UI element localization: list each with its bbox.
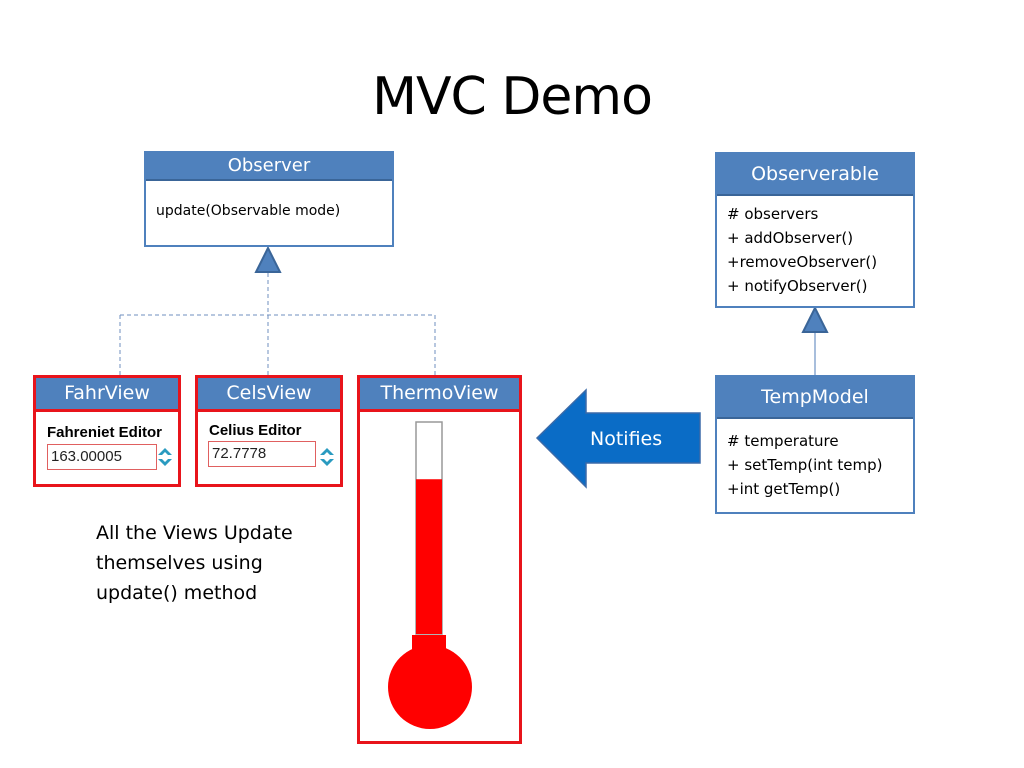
note-line: update() method [96,582,258,604]
tempmodel-member: +int getTemp() [727,480,841,498]
observable-member: # observers [727,205,819,223]
cels-editor-label: Celius Editor [209,422,302,439]
notifies-arrow [535,388,701,489]
fahrview-title: FahrView [36,378,178,412]
observable-class-name: Observerable [717,154,913,196]
thermoview-title: ThermoView [360,378,519,412]
thermoview-panel: ThermoView [357,375,522,744]
observable-member: + addObserver() [727,229,854,247]
thermometer-bulb [388,645,472,729]
observable-member: + notifyObserver() [727,277,868,295]
observable-class: Observerable # observers + addObserver()… [715,152,915,308]
observable-member: +removeObserver() [727,253,878,271]
tempmodel-member: + setTemp(int temp) [727,456,883,474]
views-update-note: All the Views Update themselves using up… [96,518,293,608]
tempmodel-class: TempModel # temperature + setTemp(int te… [715,375,915,514]
note-line: All the Views Update [96,522,293,544]
thermometer [388,421,472,729]
page-title: MVC Demo [372,67,653,127]
fahr-value-input[interactable]: 163.00005 [47,444,157,470]
observer-class-name: Observer [146,153,392,181]
cels-value-input[interactable]: 72.7778 [208,441,316,467]
realization-lines [119,273,436,376]
inheritance-triangle-observable [801,305,829,333]
observer-method: update(Observable mode) [156,203,341,219]
tempmodel-members: # temperature + setTemp(int temp) +int g… [717,419,913,509]
inheritance-triangle-observer [254,245,282,273]
tempmodel-class-name: TempModel [717,377,913,419]
cels-spinner-icon[interactable] [318,445,336,469]
fahr-spinner-icon[interactable] [156,445,174,469]
celsview-title: CelsView [198,378,340,412]
celsview-panel: CelsView Celius Editor 72.7778 [195,375,343,487]
notifies-label: Notifies [590,428,663,450]
note-line: themselves using [96,552,263,574]
observable-members: # observers + addObserver() +removeObser… [717,196,913,306]
observer-class: Observer update(Observable mode) [144,151,394,247]
thermometer-mercury [416,479,442,634]
fahrview-panel: FahrView Fahreniet Editor 163.00005 [33,375,181,487]
tempmodel-member: # temperature [727,432,839,450]
fahr-editor-label: Fahreniet Editor [47,424,163,441]
